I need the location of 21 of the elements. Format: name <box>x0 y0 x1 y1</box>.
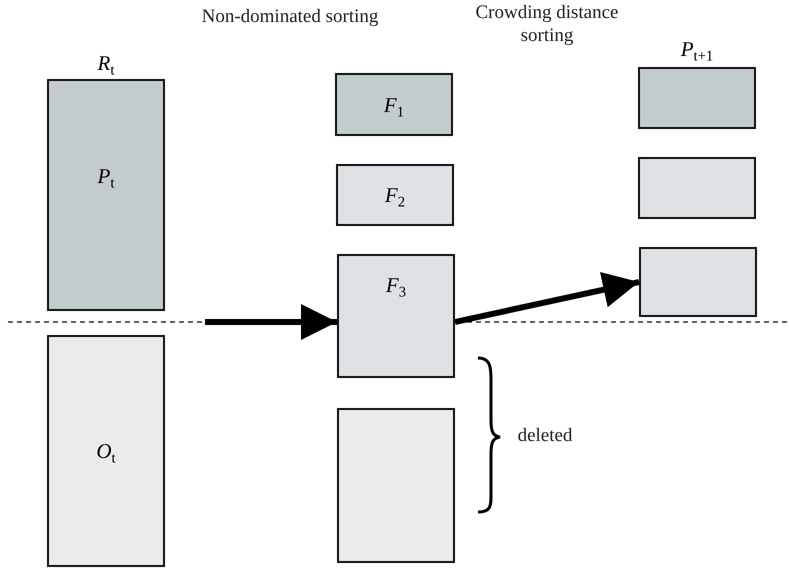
front-box <box>337 408 455 563</box>
offspring-box <box>47 335 165 567</box>
next-population-box <box>639 247 757 317</box>
next-population-box <box>638 67 756 129</box>
arrow <box>454 272 640 325</box>
front-box <box>337 254 455 378</box>
set-label: O$_{t}$ <box>95 439 117 464</box>
set-label: F$_{1}$ <box>382 92 406 118</box>
set-label: F$_{2}$ <box>384 183 406 208</box>
front-box <box>335 73 453 136</box>
population-box <box>47 79 165 311</box>
arrow <box>205 304 337 340</box>
step-title: Crowding distance sorting <box>474 2 620 48</box>
step-title: Non-dominated sorting <box>200 6 380 29</box>
annotation-text: deleted <box>516 425 574 448</box>
set-label: F$_{3}$ <box>384 273 408 298</box>
set-label: P$_{t}$ <box>96 164 116 190</box>
next-population-box <box>638 157 756 219</box>
set-label: R$_{t}$ <box>96 51 116 76</box>
front-box <box>336 164 454 226</box>
set-label: P$_{t+1}$ <box>680 37 714 62</box>
